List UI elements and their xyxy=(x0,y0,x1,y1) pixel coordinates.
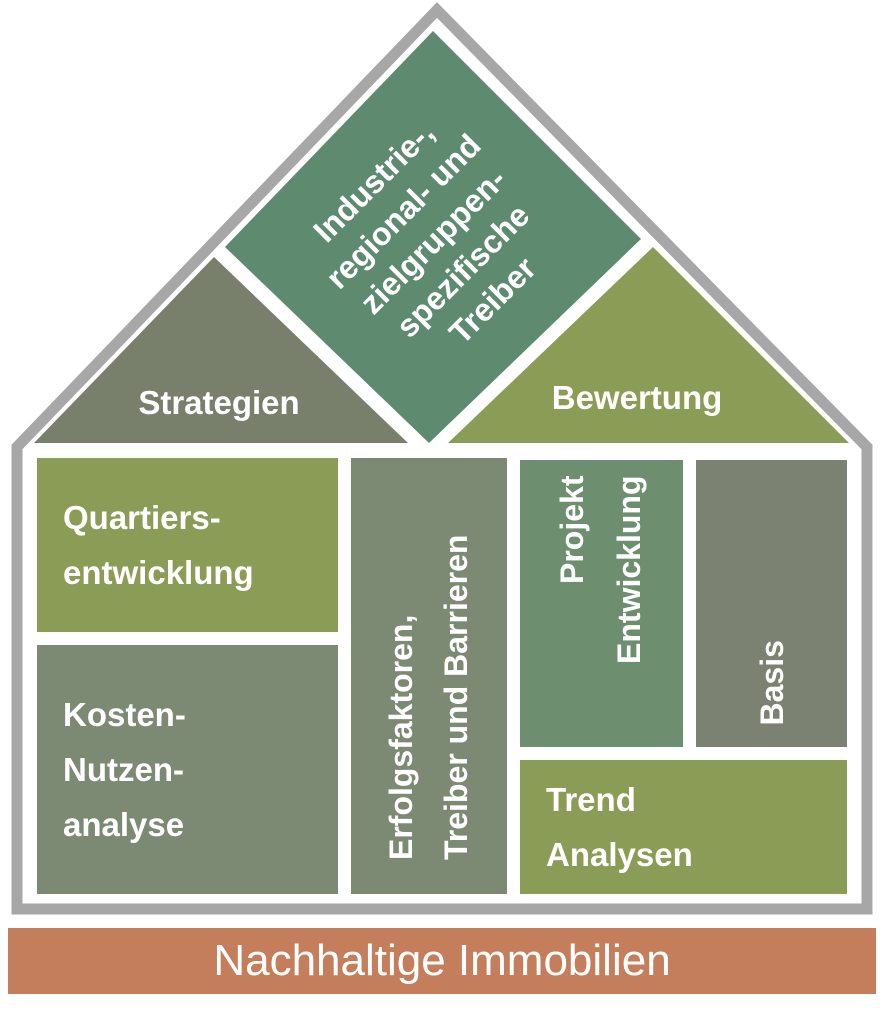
quartiers-line-1: Quartiers- xyxy=(63,499,221,536)
basis-block-shape xyxy=(696,460,847,747)
erfolgsfaktoren-line-1: Erfolgsfaktoren, xyxy=(383,614,419,860)
trend-label: Trend Analysen xyxy=(520,760,847,894)
basis-label: Basis xyxy=(754,640,790,726)
bewertung-label: Bewertung xyxy=(551,379,723,416)
erfolgsfaktoren-block-shape xyxy=(351,458,507,894)
kosten-label: Kosten- Nutzen- analyse xyxy=(37,645,338,894)
erfolgsfaktoren-label: Erfolgsfaktoren, Treiber und Barrieren xyxy=(374,458,484,894)
roof-diamond-shape xyxy=(225,31,641,443)
kosten-line-3: analyse xyxy=(63,806,185,843)
quartiers-line-2: entwicklung xyxy=(63,554,254,591)
erfolgsfaktoren-line-2: Treiber und Barrieren xyxy=(438,534,474,860)
kosten-block-shape xyxy=(37,645,338,894)
trend-line-1: Trend xyxy=(546,781,636,818)
quartiers-block-shape xyxy=(37,458,338,632)
kosten-line-1: Kosten- xyxy=(63,696,186,733)
trend-line-2: Analysen xyxy=(546,836,693,873)
roof-right-triangle-shape xyxy=(448,247,849,443)
roof-left-triangle-shape xyxy=(34,257,408,443)
trend-block-shape xyxy=(520,760,847,894)
projekt-block-shape xyxy=(520,460,683,747)
kosten-line-2: Nutzen- xyxy=(63,751,184,788)
projekt-line-1: Projekt xyxy=(554,475,590,584)
base-bar-shape xyxy=(8,928,876,994)
quartiers-label: Quartiers- entwicklung xyxy=(37,458,338,632)
strategien-label: Strategien xyxy=(138,384,300,421)
projekt-line-2: Entwicklung xyxy=(611,475,647,664)
projekt-label: Projekt Entwicklung xyxy=(544,460,658,747)
base-bar-label: Nachhaltige Immobilien xyxy=(213,936,671,985)
